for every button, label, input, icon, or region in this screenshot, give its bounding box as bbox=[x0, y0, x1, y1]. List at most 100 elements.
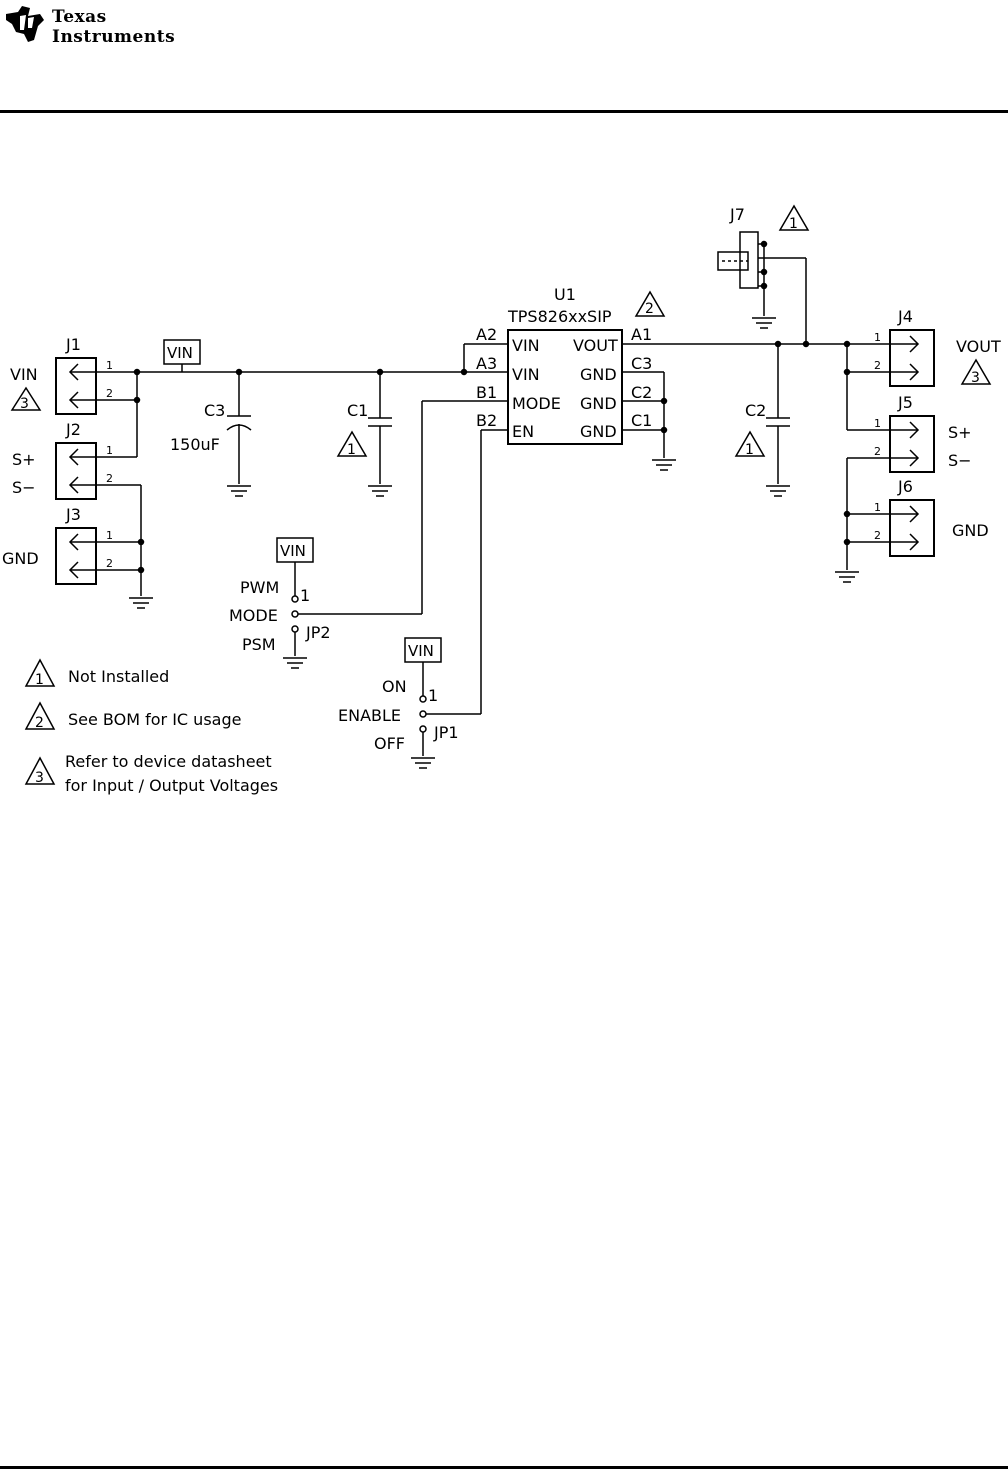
connector-j4: J4 1 2 VOUT 3 bbox=[847, 307, 1001, 387]
j3-pin2: 2 bbox=[106, 557, 113, 570]
note-2-number: 2 bbox=[35, 715, 44, 731]
j6-ref: J6 bbox=[897, 477, 913, 496]
j1-pin2: 2 bbox=[106, 387, 113, 400]
j3-label: GND bbox=[2, 549, 39, 568]
j1-label: VIN bbox=[10, 365, 38, 384]
j2-pin2: 2 bbox=[106, 472, 113, 485]
u1-ball: C2 bbox=[631, 383, 652, 402]
jp1-pin1: 1 bbox=[428, 686, 438, 705]
jp1-label-on: ON bbox=[382, 677, 407, 696]
capacitor-c1: C1 1 bbox=[336, 368, 392, 497]
j3-ref: J3 bbox=[65, 505, 81, 524]
note-2-text: See BOM for IC usage bbox=[68, 710, 241, 729]
j4-pin2: 2 bbox=[874, 359, 881, 372]
jp1-ref: JP1 bbox=[433, 723, 459, 742]
j5-pin1: 1 bbox=[874, 417, 881, 430]
connector-j6: J6 1 2 GND bbox=[847, 477, 989, 557]
j2-pin1: 1 bbox=[106, 444, 113, 457]
j2-ref: J2 bbox=[65, 420, 81, 439]
note-3: 3 Refer to device datasheet for Input / … bbox=[24, 752, 278, 795]
note-1-number: 1 bbox=[35, 672, 44, 688]
connector-j3: J3 1 2 GND bbox=[2, 505, 141, 585]
u1-pin-name: GND bbox=[580, 394, 617, 413]
jp2-label-psm: PSM bbox=[242, 635, 276, 654]
connector-j1: J1 1 2 VIN 3 bbox=[10, 335, 137, 415]
jp2-ref: JP2 bbox=[305, 623, 331, 642]
j2-label-splus: S+ bbox=[12, 450, 36, 469]
u1-pin-name: MODE bbox=[512, 394, 561, 413]
company-name-line1: Texas bbox=[52, 7, 107, 27]
j1-note: 3 bbox=[20, 396, 29, 412]
connector-j5: J5 1 2 S+ S− bbox=[847, 393, 972, 473]
header-divider bbox=[0, 110, 1008, 113]
jumper-jp1: VIN 1 ON ENABLE OFF JP1 bbox=[338, 430, 482, 769]
j4-note: 3 bbox=[971, 370, 980, 386]
u1-pin-name: VIN bbox=[512, 365, 540, 384]
jumper-jp2: VIN 1 PWM MODE PSM JP2 bbox=[229, 401, 423, 669]
u1-ball: C3 bbox=[631, 354, 652, 373]
notes-legend: 1 Not Installed 2 See BOM for IC usage 3… bbox=[24, 658, 278, 795]
u1-part: TPS826xxSIP bbox=[507, 307, 612, 326]
j1-ref: J1 bbox=[65, 335, 81, 354]
j6-pin2: 2 bbox=[874, 529, 881, 542]
jp2-label-mode: MODE bbox=[229, 606, 278, 625]
j5-label-splus: S+ bbox=[948, 423, 972, 442]
ic-u1: U1 TPS826xxSIP 2 VIN VIN MODE EN VOUT GN… bbox=[422, 285, 847, 471]
j6-pin1: 1 bbox=[874, 501, 881, 514]
jp1-label-enable: ENABLE bbox=[338, 706, 401, 725]
capacitor-c2: C2 1 bbox=[734, 340, 790, 497]
capacitor-c3: C3 150uF bbox=[170, 368, 252, 497]
right-wiring bbox=[835, 340, 859, 583]
j4-pin1: 1 bbox=[874, 331, 881, 344]
u1-pin-name: EN bbox=[512, 422, 534, 441]
j4-ref: J4 bbox=[897, 307, 913, 326]
ti-logo: Texas Instruments bbox=[4, 4, 194, 48]
u1-ball: B1 bbox=[476, 383, 497, 402]
j5-ref: J5 bbox=[897, 393, 913, 412]
company-name-line2: Instruments bbox=[52, 27, 176, 47]
c1-note: 1 bbox=[347, 442, 356, 458]
u1-pin-name: VOUT bbox=[573, 336, 618, 355]
footer-divider bbox=[0, 1466, 1008, 1469]
connector-j2: J2 1 2 S+ S− bbox=[12, 420, 137, 500]
u1-pin-name: GND bbox=[580, 365, 617, 384]
j7-ref: J7 bbox=[729, 205, 745, 224]
note-2: 2 See BOM for IC usage bbox=[24, 701, 241, 731]
j7-note: 1 bbox=[789, 216, 798, 232]
u1-ref: U1 bbox=[554, 285, 576, 304]
c3-value: 150uF bbox=[170, 435, 220, 454]
u1-pin-name: VIN bbox=[512, 336, 540, 355]
vin-tag-text: VIN bbox=[167, 344, 193, 362]
j5-pin2: 2 bbox=[874, 445, 881, 458]
j3-pin1: 1 bbox=[106, 529, 113, 542]
c3-ref: C3 bbox=[204, 401, 225, 420]
left-wiring bbox=[129, 368, 508, 609]
j2-label-sminus: S− bbox=[12, 478, 36, 497]
j4-label: VOUT bbox=[956, 337, 1001, 356]
note-3-text-line1: Refer to device datasheet bbox=[65, 752, 272, 771]
u1-ball: A2 bbox=[476, 325, 497, 344]
vin-net-tag: VIN bbox=[163, 339, 201, 372]
c2-note: 1 bbox=[745, 442, 754, 458]
u1-ball: B2 bbox=[476, 411, 497, 430]
connector-j7: J7 1 bbox=[717, 204, 810, 348]
jp1-vin-tag: VIN bbox=[408, 642, 434, 660]
j6-label: GND bbox=[952, 521, 989, 540]
c1-ref: C1 bbox=[347, 401, 368, 420]
u1-note: 2 bbox=[645, 301, 654, 317]
note-1: 1 Not Installed bbox=[24, 658, 169, 688]
note-3-number: 3 bbox=[35, 770, 44, 786]
note-3-text-line2: for Input / Output Voltages bbox=[65, 776, 278, 795]
j5-label-sminus: S− bbox=[948, 451, 972, 470]
ti-logo-icon bbox=[6, 6, 44, 42]
jp2-label-pwm: PWM bbox=[240, 578, 279, 597]
jp1-label-off: OFF bbox=[374, 734, 405, 753]
u1-pin-name: GND bbox=[580, 422, 617, 441]
u1-ball: A1 bbox=[631, 325, 652, 344]
jp2-vin-tag: VIN bbox=[280, 542, 306, 560]
c2-ref: C2 bbox=[745, 401, 766, 420]
j1-pin1: 1 bbox=[106, 359, 113, 372]
u1-ball: A3 bbox=[476, 354, 497, 373]
u1-ball: C1 bbox=[631, 411, 652, 430]
